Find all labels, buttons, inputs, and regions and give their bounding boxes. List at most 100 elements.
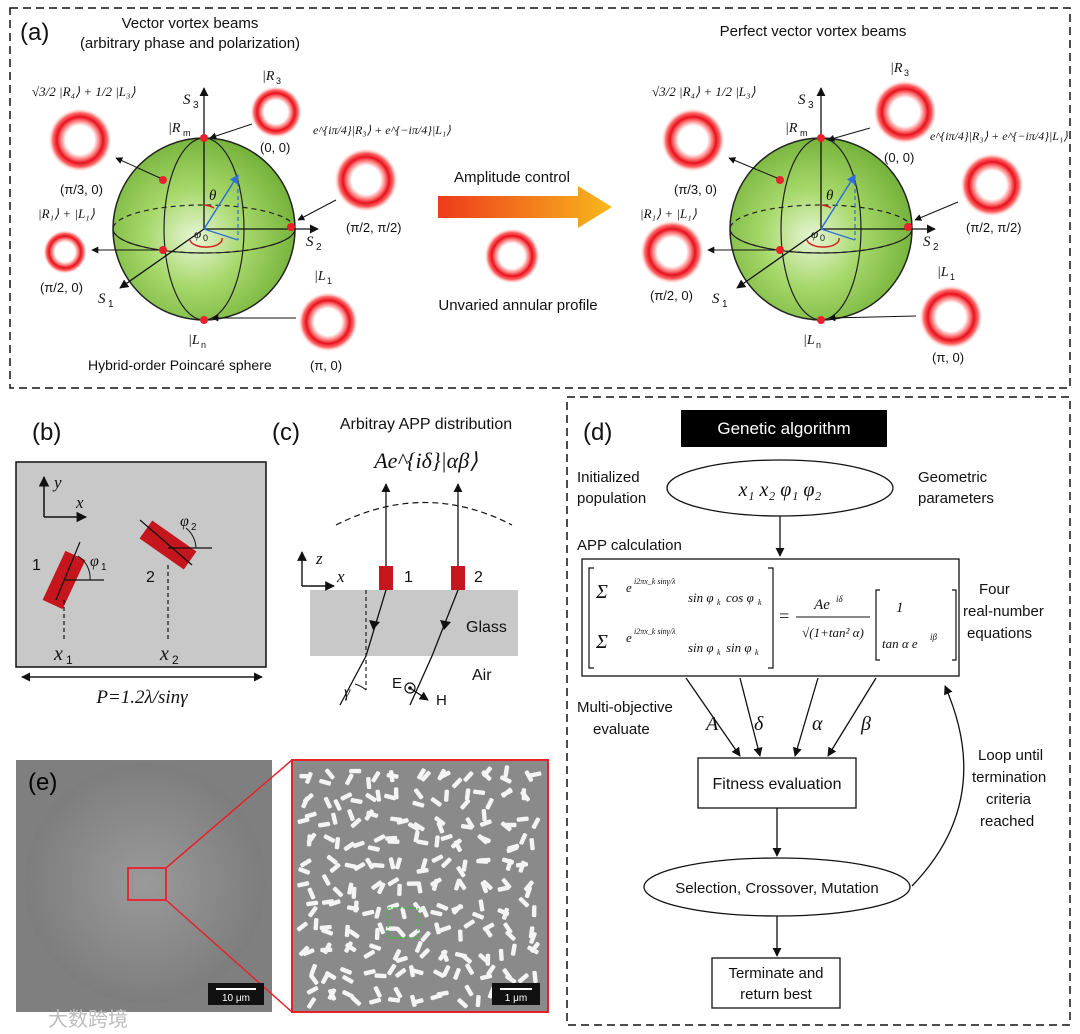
sem-pillar <box>416 768 426 780</box>
sem-pillar <box>374 973 387 979</box>
phi2-sub: 2 <box>191 522 197 533</box>
svg-text:Σ: Σ <box>595 631 608 653</box>
unvaried-annular-beam <box>484 228 540 284</box>
c-pillar-2 <box>451 566 465 590</box>
sem-pillar <box>478 835 491 844</box>
sem-pillar <box>430 877 442 887</box>
sem-pillar <box>503 922 513 934</box>
s3-axis-sub-right: 3 <box>808 100 814 111</box>
loop-arrow <box>911 685 965 887</box>
left-title-2: (arbitrary phase and polarization) <box>80 35 300 52</box>
terminate-1: Terminate and <box>728 965 823 982</box>
sem-pillar <box>433 969 445 978</box>
sem-pillar <box>441 857 452 868</box>
panel-a-border <box>9 7 1071 389</box>
sem-pillar <box>307 887 316 900</box>
sem-pillar <box>478 899 485 912</box>
phi0-label: φ <box>194 226 201 241</box>
sem-pillar <box>434 922 441 935</box>
sem-pillar <box>353 862 366 871</box>
sem-pillar <box>456 866 466 878</box>
s1-axis-sub: 1 <box>108 299 114 310</box>
sem-pillar <box>393 787 399 800</box>
sem-pillar <box>329 862 341 873</box>
sem-pillar <box>340 792 353 801</box>
panel-a-label: (a) <box>20 19 49 46</box>
sem-pillar <box>502 907 509 920</box>
x1-label: x <box>53 643 63 665</box>
sem-pillar <box>430 909 443 917</box>
sem-pillar <box>480 881 489 894</box>
sem-pillar <box>347 809 355 822</box>
h-label: H <box>436 692 447 709</box>
loop-2: termination <box>972 769 1046 786</box>
terminate-box <box>711 957 841 1009</box>
sem-pillar <box>375 789 382 802</box>
unit-cell-highlight <box>387 907 419 939</box>
sem-pillar <box>306 997 317 1009</box>
l1-state-right: |L <box>937 265 949 280</box>
glass-label: Glass <box>466 619 507 636</box>
sem-pillar <box>362 909 375 917</box>
svg-text:√(1+tan² α): √(1+tan² α) <box>802 625 864 640</box>
sem-pillar <box>328 899 341 907</box>
sem-pillar <box>465 963 475 975</box>
sem-pillar <box>352 840 365 849</box>
gamma-label: γ <box>344 684 351 701</box>
s1-axis-label-right: S <box>712 291 720 307</box>
sem-pillar <box>457 929 463 942</box>
sem-pillar <box>321 972 330 985</box>
equation-box <box>581 558 960 677</box>
sem-pillar <box>396 818 409 825</box>
l1-state-left-sub: 1 <box>327 276 332 286</box>
sem-pillar <box>463 919 475 929</box>
ln-state-right: |L <box>803 333 815 348</box>
sem-pillar <box>479 819 492 827</box>
sem-pillar <box>324 768 335 780</box>
sem-pillar <box>482 879 493 891</box>
rm-state: |R <box>168 121 181 136</box>
coord-pi2-pi2-right: (π/2, π/2) <box>966 220 1022 235</box>
sem-pillar <box>475 995 481 1008</box>
s2-axis-sub: 2 <box>316 242 322 253</box>
ln-state-sub: n <box>201 340 206 350</box>
sem-pillar <box>326 854 338 865</box>
sem-pillar <box>349 768 362 774</box>
sem-pillar <box>366 810 379 818</box>
four-3: equations <box>967 625 1032 642</box>
panel-c-label: (c) <box>272 419 300 446</box>
sem-pillar <box>350 817 362 828</box>
poincare-sphere-left <box>112 87 319 324</box>
sem-pillar <box>465 817 475 829</box>
phase-combo-left: e^{iπ/4}|R₃⟩ + e^{−iπ/4}|L₁⟩ <box>313 123 451 137</box>
sem-pillar <box>412 800 425 808</box>
sem-pillar <box>345 773 354 786</box>
r3-state-left: |R <box>262 69 275 84</box>
s1-axis-label: S <box>98 291 106 307</box>
sem-pillar <box>413 822 425 832</box>
sem-pillar <box>524 770 534 782</box>
sem-pillar <box>529 931 537 944</box>
sem-pillar <box>371 771 381 783</box>
svg-text:Ae: Ae <box>813 597 830 613</box>
sem-pillar <box>438 770 451 780</box>
svg-text:sin φ: sin φ <box>688 590 714 605</box>
phi1-label: φ <box>90 553 99 570</box>
sem-pillar <box>377 922 386 935</box>
sem-pillar <box>420 770 431 782</box>
sem-pillar <box>416 881 423 894</box>
sem-pillar <box>413 830 420 843</box>
app-formula: Ae^{iδ}|αβ⟩ <box>372 448 478 473</box>
c-x-label: x <box>336 567 345 586</box>
svg-text:sin φ: sin φ <box>688 640 714 655</box>
sem-pillar <box>365 792 377 803</box>
sem-pillar <box>344 941 353 953</box>
phi0-label-right: φ <box>811 226 818 241</box>
sem-pillar <box>395 955 408 963</box>
sem-pillar <box>308 906 318 918</box>
sem-pillar <box>412 901 423 913</box>
sem-pillar <box>420 931 431 942</box>
sem-pillar <box>395 926 406 938</box>
sem-pillar <box>409 965 415 978</box>
sem-pillar <box>372 862 385 868</box>
